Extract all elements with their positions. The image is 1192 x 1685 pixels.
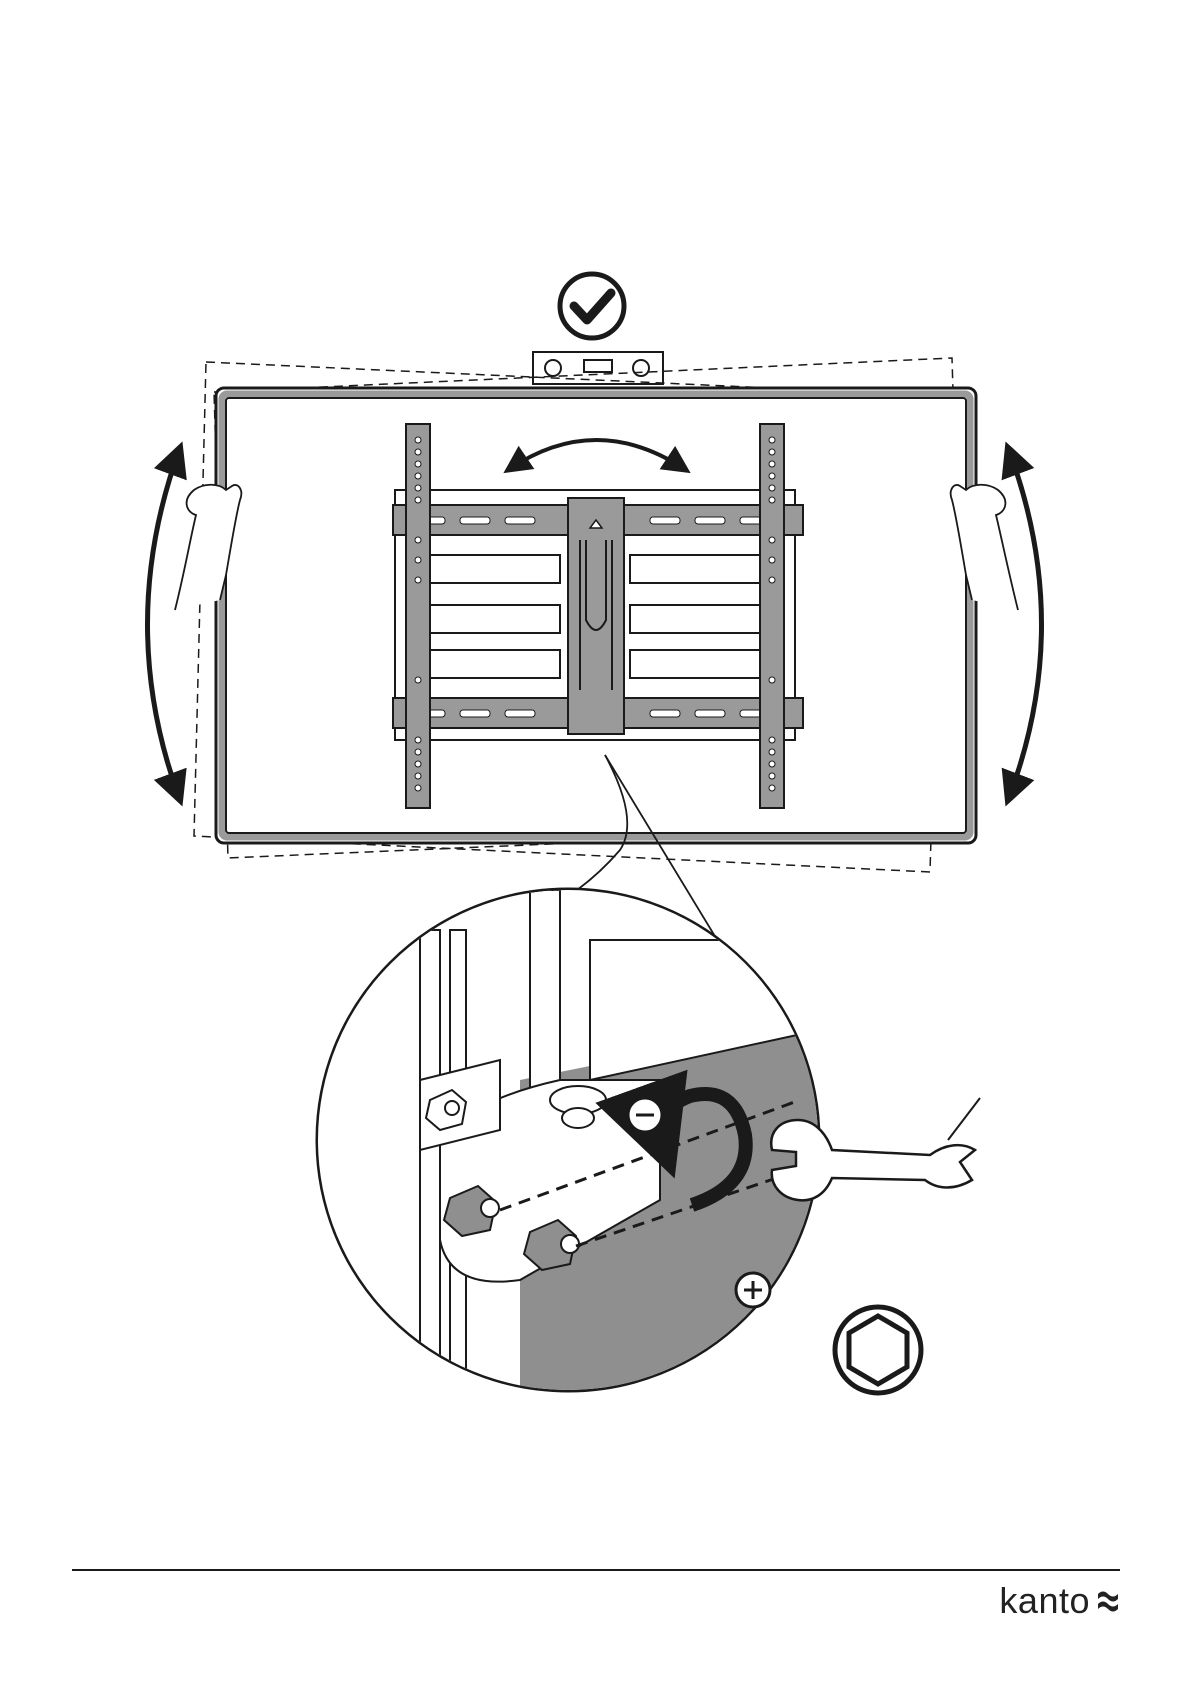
tilt-arrow-left	[148, 448, 181, 800]
minus-circle-icon	[628, 1098, 662, 1132]
tilt-arrow-right	[1008, 448, 1042, 800]
footer-divider	[72, 1569, 1120, 1571]
hex-nut-icon	[835, 1307, 921, 1393]
plus-circle-icon	[736, 1273, 770, 1307]
brand-logo: kanto	[999, 1580, 1120, 1622]
spirit-level-icon	[533, 352, 663, 384]
brand-name: kanto	[999, 1580, 1090, 1622]
check-circle-icon	[560, 274, 624, 338]
brand-mark-icon	[1096, 1588, 1120, 1614]
